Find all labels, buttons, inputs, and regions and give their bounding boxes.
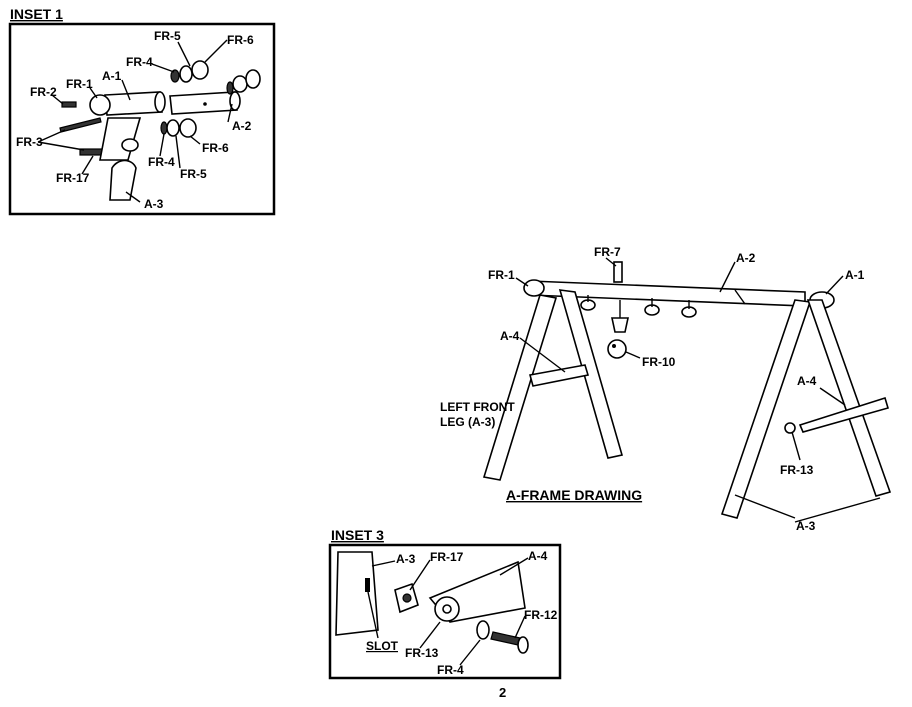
inset-1-bolts — [59, 101, 105, 156]
inset-3-title: INSET 3 — [331, 527, 384, 543]
left-legs — [482, 289, 624, 481]
inset-1-label-fr3: FR-3 — [16, 135, 43, 149]
inset-1-a2-tube — [169, 91, 241, 115]
inset-1-a1-tube — [89, 91, 166, 116]
inset-1-label-fr17: FR-17 — [56, 171, 90, 185]
inset-1-label-fr5: FR-5 — [154, 29, 181, 43]
a-frame-label-left-front-2: LEG (A-3) — [440, 415, 495, 429]
inset-1-label-fr4: FR-4 — [126, 55, 153, 69]
a-frame-drawing: FR-7 A-2 FR-1 A-1 A-4 FR-10 LEFT FRONT L… — [440, 245, 892, 533]
inset-1-title: INSET 1 — [10, 6, 63, 22]
inset-1: INSET 1 — [8, 6, 276, 216]
inset-3-label-fr13: FR-13 — [405, 646, 439, 660]
inset-3-washer — [476, 620, 490, 640]
hangers — [580, 261, 697, 359]
a-frame-label-fr13: FR-13 — [780, 463, 814, 477]
a-frame-title: A-FRAME DRAWING — [506, 487, 642, 503]
inset-3: INSET 3 A-3 FR-17 A-4 SLOT FR-12 F — [328, 527, 562, 680]
inset-1-label-fr1: FR-1 — [66, 77, 93, 91]
inset-1-label-a2: A-2 — [232, 119, 252, 133]
inset-1-label-a3: A-3 — [144, 197, 164, 211]
a-frame-label-a2: A-2 — [736, 251, 756, 265]
inset-1-label-a1: A-1 — [102, 69, 122, 83]
inset-1-legs — [99, 117, 142, 201]
inset-3-label-a4: A-4 — [528, 549, 548, 563]
inset-1-fittings-top — [170, 60, 261, 95]
top-beam — [523, 279, 835, 309]
inset-3-label-fr4: FR-4 — [437, 663, 464, 677]
inset-3-leaders — [367, 557, 529, 666]
inset-3-leg — [335, 551, 379, 636]
page-number: 2 — [499, 685, 506, 700]
inset-1-label-fr6: FR-6 — [227, 33, 254, 47]
inset-3-label-fr12: FR-12 — [524, 608, 558, 622]
a-frame-label-a4b: A-4 — [797, 374, 817, 388]
inset-1-label-fr6b: FR-6 — [202, 141, 229, 155]
a-frame-label-a3: A-3 — [796, 519, 816, 533]
right-legs — [720, 299, 892, 519]
a-frame-label-left-front-1: LEFT FRONT — [440, 400, 515, 414]
a-frame-label-a4: A-4 — [500, 329, 520, 343]
a-frame-label-fr7: FR-7 — [594, 245, 621, 259]
inset-1-label-fr2: FR-2 — [30, 85, 57, 99]
inset-3-bolt — [490, 631, 521, 646]
inset-3-label-slot: SLOT — [366, 639, 399, 653]
a-frame-leaders — [515, 257, 881, 523]
inset-1-leaders — [37, 39, 233, 203]
inset-1-frame — [8, 22, 276, 216]
inset-3-frame — [328, 543, 562, 680]
a-frame-label-fr10: FR-10 — [642, 355, 676, 369]
inset-1-fittings-bottom — [160, 118, 197, 138]
inset-3-label-a3: A-3 — [396, 552, 416, 566]
inset-1-label-fr4b: FR-4 — [148, 155, 175, 169]
inset-1-label-fr5b: FR-5 — [180, 167, 207, 181]
a-frame-label-fr1: FR-1 — [488, 268, 515, 282]
inset-3-label-fr17: FR-17 — [430, 550, 464, 564]
a-frame-label-a1: A-1 — [845, 268, 865, 282]
